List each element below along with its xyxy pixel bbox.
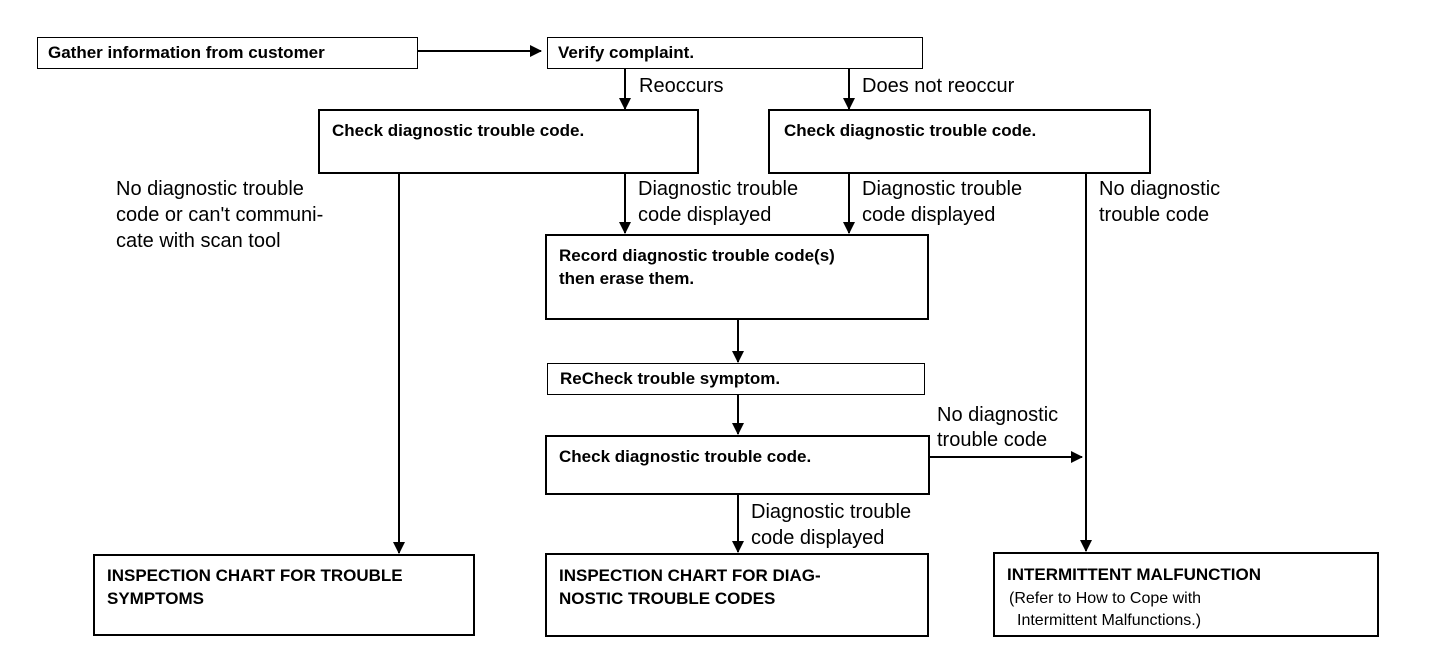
node-check-dtc-right: Check diagnostic trouble code. bbox=[768, 109, 1151, 174]
node-check-dtc-right-label: Check diagnostic trouble code. bbox=[784, 121, 1037, 140]
node-inspection-symptoms: INSPECTION CHART FOR TROUBLE SYMPTOMS bbox=[93, 554, 475, 636]
node-inspection-dtc-line2: NOSTIC TROUBLE CODES bbox=[559, 589, 776, 608]
edge-label-no-dtc-left-2: code or can't communi- bbox=[116, 204, 324, 226]
edge-label-reoccurs: Reoccurs bbox=[639, 75, 724, 97]
node-recheck-label: ReCheck trouble symptom. bbox=[560, 369, 781, 388]
node-verify-label: Verify complaint. bbox=[558, 43, 695, 62]
node-gather-info: Gather information from customer bbox=[37, 37, 418, 69]
edge-label-no-dtc-mid-2: trouble code bbox=[937, 429, 1048, 451]
node-recheck-symptom: ReCheck trouble symptom. bbox=[547, 363, 925, 395]
edge-label-no-dtc-right-1: No diagnostic bbox=[1099, 178, 1221, 200]
edge-label-dtc-displayed-b-1: Diagnostic trouble bbox=[862, 178, 1023, 200]
node-verify-complaint: Verify complaint. bbox=[547, 37, 923, 69]
node-inspection-dtc: INSPECTION CHART FOR DIAG- NOSTIC TROUBL… bbox=[545, 553, 929, 637]
edge-label-does-not-reoccur: Does not reoccur bbox=[862, 75, 1015, 97]
edge-label-no-dtc-mid-1: No diagnostic bbox=[937, 404, 1059, 426]
edge-label-dtc-displayed-b-2: code displayed bbox=[862, 204, 996, 226]
node-check-dtc-mid-label: Check diagnostic trouble code. bbox=[559, 447, 812, 466]
node-check-dtc-mid: Check diagnostic trouble code. bbox=[545, 435, 930, 495]
node-inspection-dtc-line1: INSPECTION CHART FOR DIAG- bbox=[559, 566, 821, 585]
edge-label-dtc-displayed-c-1: Diagnostic trouble bbox=[751, 501, 912, 523]
node-record-dtc-line1: Record diagnostic trouble code(s) bbox=[559, 246, 835, 265]
node-record-dtc-line2: then erase them. bbox=[559, 269, 695, 288]
node-intermittent-sub2: Intermittent Malfunctions.) bbox=[1017, 612, 1202, 629]
node-check-dtc-left: Check diagnostic trouble code. bbox=[318, 109, 699, 174]
edge-label-no-dtc-right-2: trouble code bbox=[1099, 204, 1210, 226]
edge-label-dtc-displayed-a-1: Diagnostic trouble bbox=[638, 178, 799, 200]
node-intermittent: INTERMITTENT MALFUNCTION (Refer to How t… bbox=[993, 552, 1379, 637]
edge-label-no-dtc-left-1: No diagnostic trouble bbox=[116, 178, 304, 200]
node-inspection-symptoms-line1: INSPECTION CHART FOR TROUBLE bbox=[107, 566, 403, 585]
node-check-dtc-left-label: Check diagnostic trouble code. bbox=[332, 121, 585, 140]
node-gather-info-label: Gather information from customer bbox=[48, 43, 325, 62]
node-record-dtc: Record diagnostic trouble code(s) then e… bbox=[545, 234, 929, 320]
node-inspection-symptoms-line2: SYMPTOMS bbox=[107, 589, 204, 608]
node-intermittent-sub1: (Refer to How to Cope with bbox=[1009, 590, 1202, 607]
edge-label-dtc-displayed-c-2: code displayed bbox=[751, 527, 885, 549]
edge-label-no-dtc-left-3: cate with scan tool bbox=[116, 230, 281, 252]
edge-label-dtc-displayed-a-2: code displayed bbox=[638, 204, 772, 226]
node-intermittent-title: INTERMITTENT MALFUNCTION bbox=[1007, 565, 1262, 584]
